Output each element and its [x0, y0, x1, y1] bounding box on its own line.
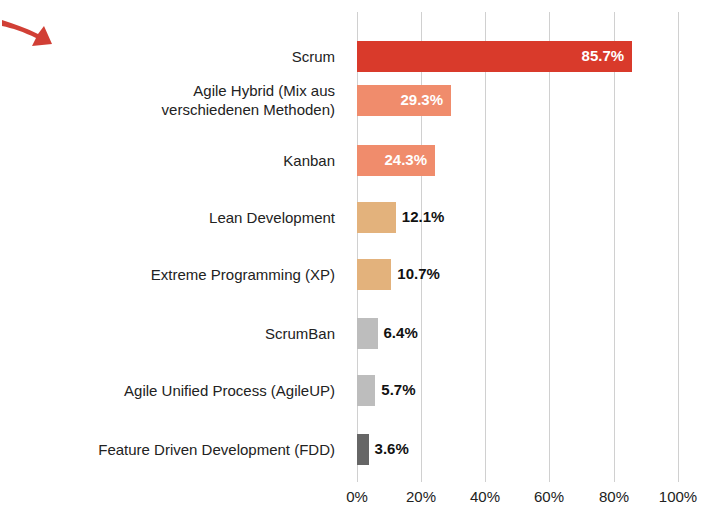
axis-tick-label: 80% [599, 488, 629, 506]
category-label: Agile Unified Process (AgileUP) [124, 381, 335, 400]
grid-lines [358, 12, 679, 482]
bar: 10.7% [357, 259, 391, 290]
bar: 24.3% [357, 145, 435, 176]
bar: 12.1% [357, 202, 396, 233]
grid-line [485, 12, 486, 482]
bar-value: 6.4% [384, 324, 418, 342]
bar-value: 29.3% [401, 91, 444, 109]
axis-tick-label: 40% [470, 488, 500, 506]
axis-tick-label: 20% [406, 488, 436, 506]
grid-line [549, 12, 550, 482]
bar: 3.6% [357, 434, 369, 465]
grid-line [357, 12, 358, 482]
bar-value: 12.1% [402, 208, 445, 226]
bar-value: 24.3% [384, 151, 427, 169]
bar-value: 3.6% [375, 440, 409, 458]
category-label: Feature Driven Development (FDD) [98, 440, 335, 459]
axis-tick-label: 60% [534, 488, 564, 506]
category-label: Extreme Programming (XP) [151, 265, 335, 284]
bar-value: 5.7% [381, 381, 415, 399]
axis-tick-label: 100% [659, 488, 697, 506]
grid-line [614, 12, 615, 482]
bar-value: 85.7% [582, 47, 625, 65]
bar: 5.7% [357, 375, 375, 406]
bar: 6.4% [357, 318, 378, 349]
red-marker [2, 20, 52, 46]
grid-line [421, 12, 422, 482]
category-label: Kanban [283, 151, 335, 170]
category-label: Agile Hybrid (Mix aus verschiedenen Meth… [130, 81, 335, 119]
category-label: ScrumBan [265, 324, 335, 343]
axis-tick-label: 0% [346, 488, 368, 506]
bar: 29.3% [357, 85, 451, 116]
bar: 85.7% [357, 41, 632, 72]
category-label: Scrum [292, 47, 335, 66]
category-label: Lean Development [209, 208, 335, 227]
grid-line [678, 12, 679, 482]
bar-value: 10.7% [397, 265, 440, 283]
